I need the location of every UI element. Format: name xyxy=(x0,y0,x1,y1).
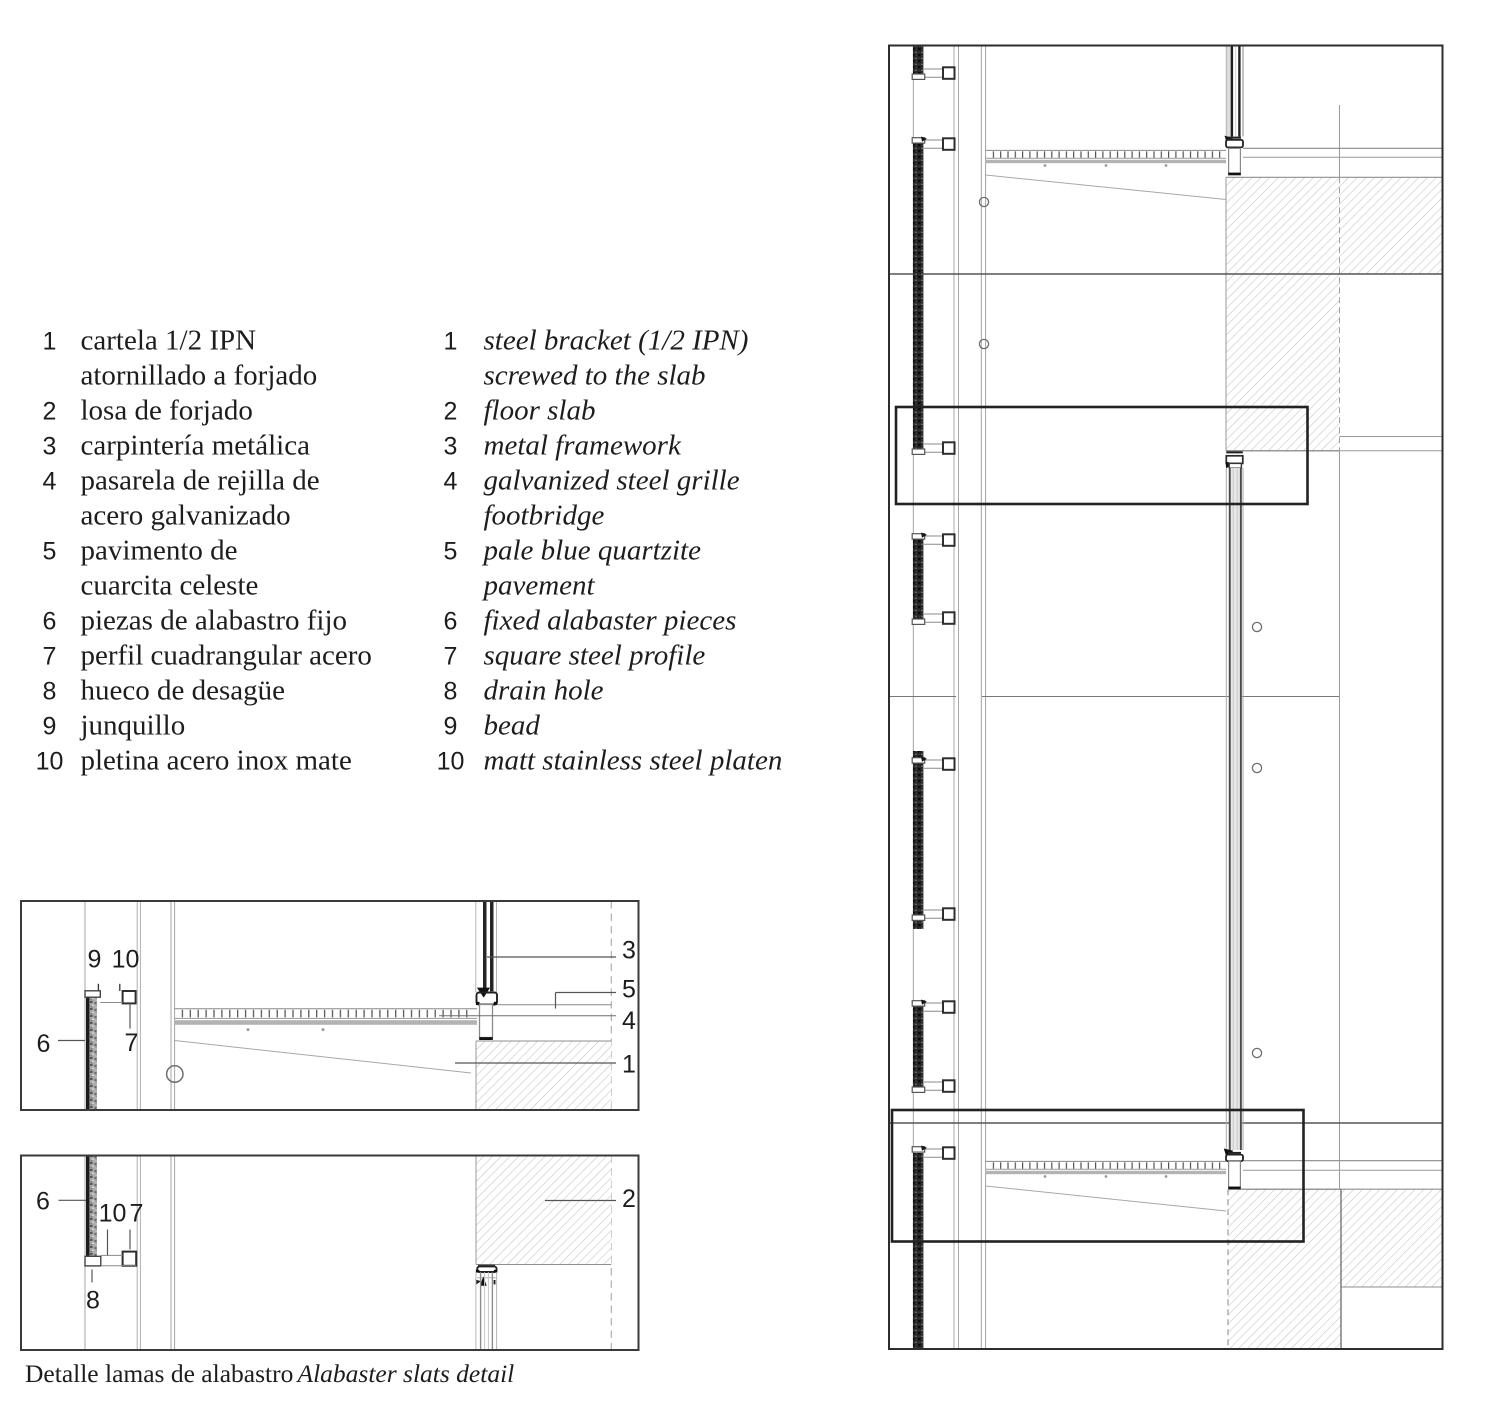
svg-text:cuarcita celeste: cuarcita celeste xyxy=(81,570,259,602)
svg-text:junquillo: junquillo xyxy=(80,710,186,742)
svg-text:atornillado a forjado: atornillado a forjado xyxy=(81,360,318,392)
svg-text:pasarela de rejilla de: pasarela de rejilla de xyxy=(81,465,320,497)
svg-text:8: 8 xyxy=(444,678,458,706)
svg-text:6: 6 xyxy=(444,608,458,636)
svg-text:6: 6 xyxy=(36,1188,50,1216)
svg-text:4: 4 xyxy=(43,468,57,496)
svg-text:Alabaster slats detail: Alabaster slats detail xyxy=(296,1359,515,1388)
svg-text:10: 10 xyxy=(36,748,64,776)
svg-text:4: 4 xyxy=(622,1007,636,1035)
svg-text:pavimento de: pavimento de xyxy=(81,535,238,567)
svg-text:4: 4 xyxy=(444,468,458,496)
svg-text:Detalle lamas de alabastro: Detalle lamas de alabastro xyxy=(25,1359,293,1388)
svg-text:2: 2 xyxy=(622,1185,636,1213)
svg-text:9: 9 xyxy=(43,713,57,741)
svg-text:3: 3 xyxy=(444,433,458,461)
svg-text:6: 6 xyxy=(37,1030,51,1058)
svg-text:screwed to the slab: screwed to the slab xyxy=(484,360,706,392)
svg-text:1: 1 xyxy=(444,328,458,356)
svg-text:9: 9 xyxy=(88,946,102,974)
svg-text:8: 8 xyxy=(86,1287,100,1315)
svg-text:steel bracket (1/2 IPN): steel bracket (1/2 IPN) xyxy=(484,325,749,357)
svg-text:10: 10 xyxy=(112,946,140,974)
svg-text:1: 1 xyxy=(43,328,57,356)
svg-text:2: 2 xyxy=(43,398,57,426)
svg-text:perfil cuadrangular acero: perfil cuadrangular acero xyxy=(81,640,372,672)
svg-text:carpintería metálica: carpintería metálica xyxy=(81,430,311,462)
svg-text:3: 3 xyxy=(43,433,57,461)
svg-text:10: 10 xyxy=(99,1200,127,1228)
svg-text:1: 1 xyxy=(622,1051,636,1079)
svg-text:2: 2 xyxy=(444,398,458,426)
svg-text:fixed alabaster pieces: fixed alabaster pieces xyxy=(484,605,737,637)
svg-text:piezas de alabastro fijo: piezas de alabastro fijo xyxy=(81,605,348,637)
svg-text:matt stainless steel platen: matt stainless steel platen xyxy=(484,745,783,777)
svg-text:6: 6 xyxy=(43,608,57,636)
svg-text:8: 8 xyxy=(43,678,57,706)
svg-text:drain hole: drain hole xyxy=(484,675,604,707)
svg-text:hueco de desagüe: hueco de desagüe xyxy=(81,675,286,707)
svg-text:pale blue quartzite: pale blue quartzite xyxy=(482,535,702,567)
svg-text:5: 5 xyxy=(444,538,458,566)
svg-text:10: 10 xyxy=(437,748,465,776)
svg-text:5: 5 xyxy=(43,538,57,566)
svg-text:9: 9 xyxy=(444,713,458,741)
svg-text:metal framework: metal framework xyxy=(484,430,682,462)
svg-text:7: 7 xyxy=(125,1029,139,1057)
svg-text:bead: bead xyxy=(484,710,541,742)
svg-text:pletina acero inox mate: pletina acero inox mate xyxy=(81,745,352,777)
svg-text:footbridge: footbridge xyxy=(484,500,605,532)
svg-text:3: 3 xyxy=(622,937,636,965)
svg-text:5: 5 xyxy=(622,976,636,1004)
svg-text:7: 7 xyxy=(444,643,458,671)
svg-text:7: 7 xyxy=(43,643,57,671)
svg-text:7: 7 xyxy=(130,1200,144,1228)
svg-text:losa de forjado: losa de forjado xyxy=(81,395,253,427)
svg-text:floor slab: floor slab xyxy=(484,395,596,427)
svg-text:pavement: pavement xyxy=(482,570,596,602)
svg-text:galvanized steel grille: galvanized steel grille xyxy=(484,465,740,497)
svg-text:acero galvanizado: acero galvanizado xyxy=(81,500,291,532)
svg-text:cartela 1/2 IPN: cartela 1/2 IPN xyxy=(81,325,257,357)
svg-text:square steel profile: square steel profile xyxy=(484,640,706,672)
